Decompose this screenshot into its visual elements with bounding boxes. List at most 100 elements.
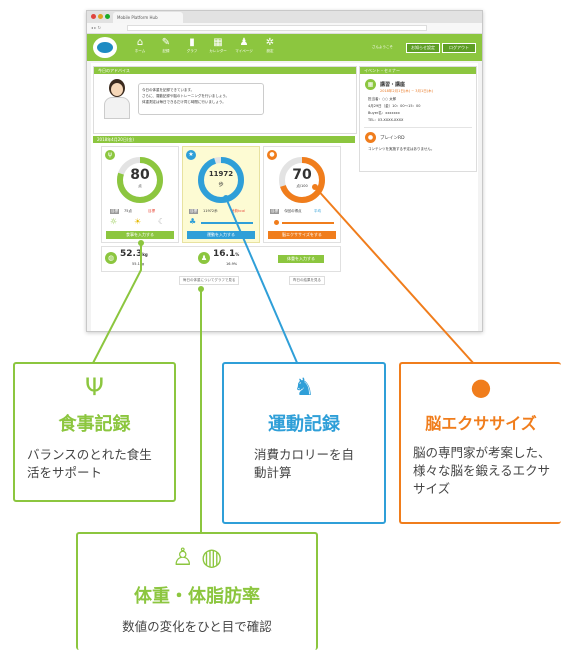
meal-feature-card: Ψ 食事記録 バランスのとれた食生活をサポート (13, 362, 176, 502)
brain-slider-knob[interactable] (274, 220, 279, 225)
minimize-dot-icon[interactable] (98, 14, 103, 19)
event-title[interactable]: 講習・講座 (380, 82, 406, 88)
event-header: イベント・セミナー (360, 67, 476, 74)
brain-gauge-card: ● 70 点/100 目標 今回の得点 平均 脳エクササイズをする (263, 146, 341, 243)
body-feature-card: ♙ ◍ 体重・体脂肪率 数値の変化をひと目で確認 (76, 532, 318, 650)
fat-value: 16.1% (213, 249, 239, 259)
advice-line-2: さらに、運動記録や脳のトレーニングを行いましょう。 (142, 94, 230, 98)
exercise-connector-dot (223, 195, 229, 201)
close-dot-icon[interactable] (91, 14, 96, 19)
calendar-icon: ▦ (213, 37, 223, 48)
meal-feature-title: 食事記録 (58, 414, 131, 435)
fat-number: 16.1 (213, 249, 236, 259)
runner-small-icon: ♣ (189, 217, 197, 226)
back-arrow-icon[interactable]: ◂ (91, 25, 94, 30)
nav-home[interactable]: ⌂ホーム (129, 37, 151, 59)
body-stats-row: ◍ 52.3kg 55.1kg ♟ 16.1% 16.9% 体重を入力する (101, 246, 341, 272)
meal-detail-a: 75点 (124, 209, 132, 213)
brain-slider[interactable] (282, 222, 334, 224)
event-divider (364, 127, 472, 128)
nav-settings[interactable]: ✲設定 (259, 37, 281, 59)
maximize-dot-icon[interactable] (105, 14, 110, 19)
notice-settings-button[interactable]: お知らせ設定 (406, 43, 440, 53)
meal-unit: 点 (138, 184, 142, 188)
url-bar[interactable]: ◂ ▸ ↻ (87, 23, 482, 34)
exercise-feature-desc: 消費カロリーを自動計算 (254, 447, 355, 480)
exercise-feature-card: ♞ 運動記録 消費カロリーを自動計算 (222, 362, 386, 524)
brain-rd-desc: コンテンツを実施する予定はありません。 (368, 147, 435, 151)
advice-panel: 今日のアドバイス 今日の体重を記録できています。 さらに、運動記録や脳のトレーニ… (93, 66, 357, 134)
event-line-2: 4月29日（金）10：00〜15：00 (368, 104, 421, 108)
exercise-connector (225, 197, 299, 366)
sun-icon: ☀ (134, 217, 142, 226)
weight-number: 52.3 (120, 249, 143, 259)
weight-graph-link[interactable]: 毎日の体重についてグラフで見る (179, 276, 240, 285)
person-scale-icon: ♙ ◍ (171, 543, 223, 571)
reload-icon[interactable]: ↻ (97, 25, 101, 30)
brain-feature-card: ● 脳エクササイズ 脳の専門家が考案した、様々な脳を鍛えるエクササイズ (399, 362, 561, 524)
weight-previous: 55.1kg (132, 262, 145, 266)
fat-unit: % (235, 252, 240, 257)
body-feature-desc: 数値の変化をひと目で確認 (122, 619, 272, 634)
brain-ring (279, 157, 325, 203)
sun-rise-icon: ☼ (110, 217, 118, 226)
meal-ring (117, 157, 163, 203)
calendar-badge-icon: ▦ (365, 79, 376, 90)
brain-detail-a: 今回の得点 (284, 209, 302, 213)
pencil-icon: ✎ (161, 37, 171, 48)
meal-score: 80 (130, 167, 150, 183)
exercise-ring (198, 157, 244, 203)
meal-connector (91, 243, 142, 366)
brain-head-icon: ● (470, 373, 492, 401)
exercise-gauge-card: ★ 11972 歩 目標 11972歩 消費kcal ♣ 運動を入力する (182, 146, 260, 243)
brain-feature-desc: 脳の専門家が考案した、様々な脳を鍛えるエクササイズ (413, 445, 551, 496)
user-greeting: さんようこそ (372, 45, 393, 49)
exercise-steps: 11972 (208, 170, 234, 178)
event-line-3: Buyer名：xxxxxxx (368, 111, 400, 115)
browser-window: Mobile Platform Hub ◂ ▸ ↻ ⌂ホーム ✎記録 ▮グラフ … (86, 10, 483, 332)
exercise-detail-a: 11972歩 (203, 209, 218, 213)
body-connector-dot (198, 286, 204, 292)
exercise-unit: 歩 (218, 182, 224, 188)
brain-rd-title[interactable]: ブレインRD (380, 136, 405, 141)
nav-mypage[interactable]: ♟マイページ (233, 37, 255, 59)
weight-value: 52.3kg (120, 249, 148, 259)
nav-record[interactable]: ✎記録 (155, 37, 177, 59)
logout-button[interactable]: ログアウト (442, 43, 476, 53)
exercise-input-button[interactable]: 運動を入力する (187, 231, 255, 239)
date-bar: 2018年4月20日(金) (93, 136, 355, 143)
dashboard-content: 今日のアドバイス 今日の体重を記録できています。 さらに、運動記録や脳のトレーニ… (91, 63, 478, 331)
nav-graph[interactable]: ▮グラフ (181, 37, 203, 59)
app-logo[interactable] (93, 37, 117, 58)
event-date: 2018年2月1日(木) ~ 3月1日(木) (380, 89, 433, 93)
nav-calendar[interactable]: ▦カレンダー (207, 37, 229, 59)
app-navbar: ⌂ホーム ✎記録 ▮グラフ ▦カレンダー ♟マイページ ✲設定 さんようこそ お… (87, 34, 482, 61)
running-person-icon: ♞ (293, 373, 315, 401)
house-icon: ⌂ (136, 37, 144, 48)
bar-chart-icon: ▮ (189, 37, 195, 48)
forward-arrow-icon[interactable]: ▸ (94, 25, 97, 30)
advice-line-3: 体重測定は毎日できるだけ同じ時間に行いましょう。 (142, 100, 226, 104)
weight-unit: kg (142, 252, 148, 257)
exercise-tag: 目標 (189, 209, 198, 214)
meal-connector-dot (138, 240, 144, 246)
brain-unit: 点/100 (296, 184, 308, 188)
advice-header: 今日のアドバイス (94, 67, 356, 74)
address-field[interactable] (127, 25, 427, 31)
moon-icon: ☾ (158, 217, 166, 226)
body-feature-title: 体重・体脂肪率 (134, 586, 260, 607)
meal-feature-desc: バランスのとれた食生活をサポート (27, 447, 152, 480)
browser-tab[interactable]: Mobile Platform Hub (113, 12, 183, 23)
brain-feature-title: 脳エクササイズ (425, 414, 537, 433)
event-panel: イベント・セミナー ▦ 講習・講座 2018年2月1日(木) ~ 3月1日(木)… (359, 66, 477, 172)
event-line-1: 担当者：○○ 太郎 (368, 97, 397, 101)
brain-connector-dot (312, 184, 318, 190)
exercise-slider[interactable] (201, 222, 253, 224)
brain-connector (314, 186, 476, 366)
meal-input-button[interactable]: 食事を入力する (106, 231, 174, 239)
yesterday-results-link[interactable]: 昨日の結果を見る (289, 276, 325, 285)
scale-icon: ◍ (105, 252, 117, 264)
brain-exercise-button[interactable]: 脳エクササイズをする (268, 231, 336, 239)
weight-input-button[interactable]: 体重を入力する (278, 255, 324, 263)
